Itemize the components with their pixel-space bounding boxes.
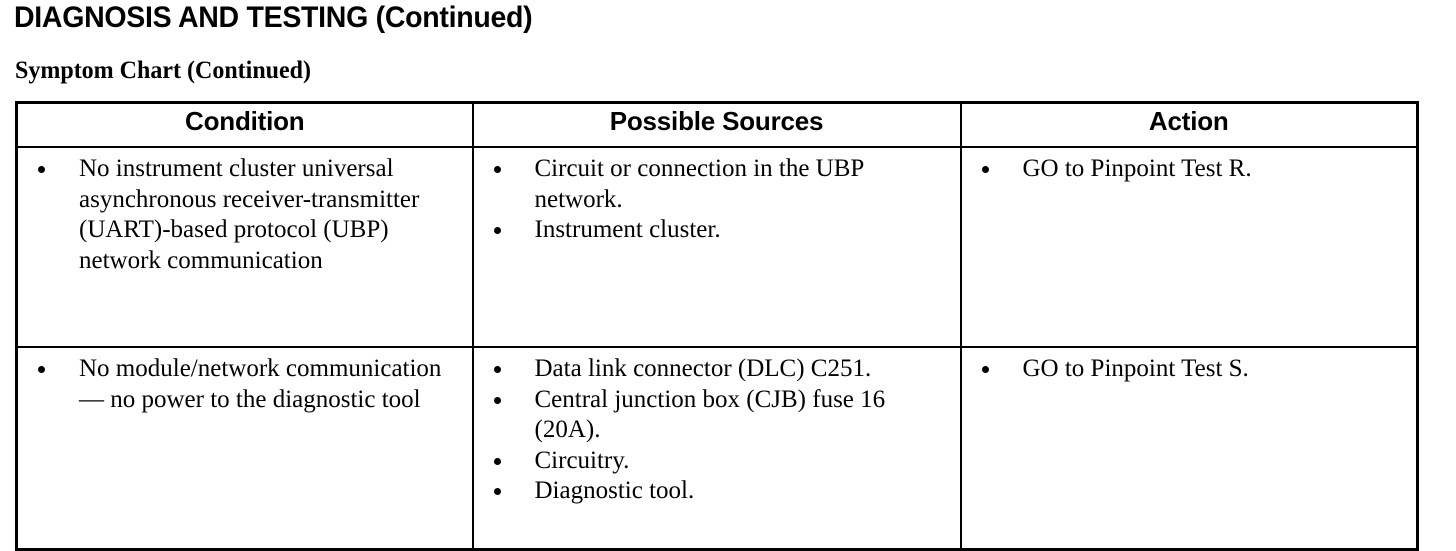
- bullet-icon: [493, 488, 501, 495]
- bullet-list-condition: No module/network communication — no pow…: [26, 354, 464, 415]
- bullet-icon: [38, 166, 45, 173]
- list-item-text: No instrument cluster universal asynchro…: [79, 155, 420, 274]
- column-header-possible-sources: Possible Sources: [471, 101, 962, 148]
- list-item: No module/network communication — no pow…: [26, 354, 464, 415]
- bullet-list-possible-sources: Data link connector (DLC) C251. Central …: [482, 354, 952, 507]
- list-item-text: No module/network communication — no pow…: [79, 355, 442, 413]
- list-item-text: Diagnostic tool.: [534, 477, 695, 504]
- list-item-text: Data link connector (DLC) C251.: [534, 355, 872, 382]
- cell-action: GO to Pinpoint Test R.: [959, 146, 1419, 348]
- list-item: Circuitry.: [482, 446, 952, 477]
- list-item: GO to Pinpoint Test R.: [970, 154, 1409, 185]
- list-item: Data link connector (DLC) C251.: [482, 354, 952, 385]
- bullet-icon: [493, 166, 501, 173]
- table-row: No module/network communication — no pow…: [15, 346, 1419, 551]
- symptom-chart-table: Condition Possible Sources Action No ins…: [15, 101, 1419, 551]
- list-item-text: GO to Pinpoint Test S.: [1022, 355, 1249, 382]
- cell-possible-sources: Data link connector (DLC) C251. Central …: [471, 346, 962, 551]
- bullet-icon: [493, 366, 501, 373]
- cell-possible-sources: Circuit or connection in the UBP network…: [471, 146, 962, 348]
- list-item: No instrument cluster universal asynchro…: [26, 154, 464, 276]
- list-item-text: Central junction box (CJB) fuse 16 (20A)…: [534, 385, 886, 444]
- bullet-icon: [493, 457, 501, 465]
- bullet-icon: [493, 227, 501, 234]
- list-item-text: Circuit or connection in the UBP network…: [534, 155, 864, 213]
- list-item-text: Circuitry.: [534, 446, 630, 474]
- column-header-action: Action: [959, 101, 1419, 148]
- column-header-condition: Condition: [15, 101, 474, 148]
- cell-condition: No module/network communication — no pow…: [15, 346, 474, 551]
- list-item: Central junction box (CJB) fuse 16 (20A)…: [482, 385, 952, 446]
- page-title: DIAGNOSIS AND TESTING (Continued): [14, 1, 533, 34]
- bullet-list-possible-sources: Circuit or connection in the UBP network…: [482, 154, 952, 246]
- list-item: Instrument cluster.: [482, 215, 952, 246]
- cell-action: GO to Pinpoint Test S.: [959, 346, 1419, 551]
- bullet-icon: [38, 366, 45, 373]
- bullet-icon: [981, 166, 989, 173]
- table-header-row: Condition Possible Sources Action: [15, 101, 1419, 148]
- list-item-text: GO to Pinpoint Test R.: [1022, 155, 1252, 182]
- list-item: GO to Pinpoint Test S.: [970, 354, 1409, 385]
- list-item: Diagnostic tool.: [482, 476, 952, 507]
- bullet-icon: [981, 366, 989, 373]
- table-body: No instrument cluster universal asynchro…: [15, 146, 1419, 551]
- bullet-list-condition: No instrument cluster universal asynchro…: [26, 154, 464, 276]
- bullet-list-action: GO to Pinpoint Test S.: [970, 354, 1409, 385]
- table-header: Condition Possible Sources Action: [15, 101, 1419, 148]
- section-title: Symptom Chart (Continued): [15, 57, 312, 84]
- list-item-text: Instrument cluster.: [534, 216, 721, 243]
- list-item: Circuit or connection in the UBP network…: [482, 154, 952, 215]
- bullet-icon: [493, 396, 501, 404]
- cell-condition: No instrument cluster universal asynchro…: [15, 146, 474, 348]
- table-row: No instrument cluster universal asynchro…: [15, 146, 1419, 348]
- bullet-list-action: GO to Pinpoint Test R.: [970, 154, 1409, 185]
